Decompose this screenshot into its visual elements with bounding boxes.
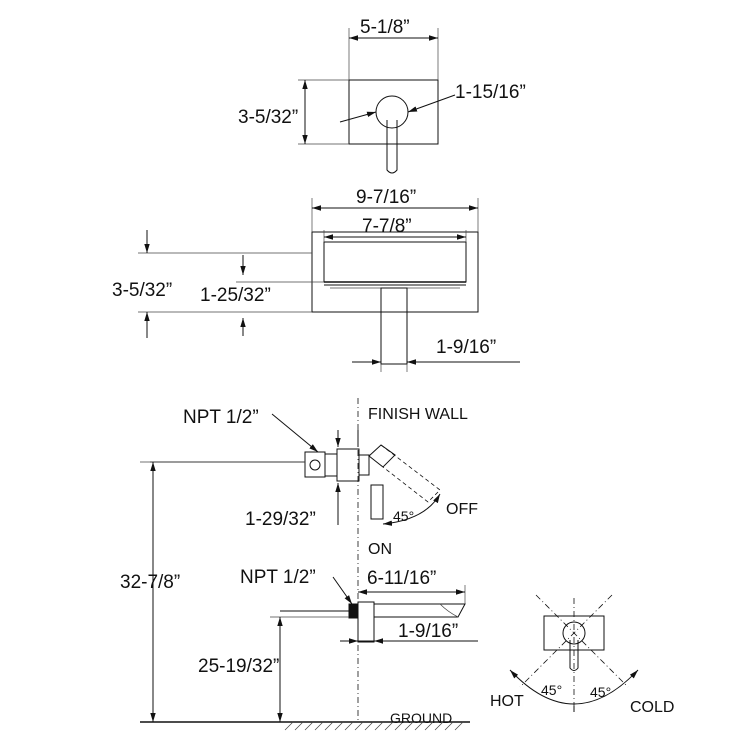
front-overall-height-label: 3-5/32” bbox=[112, 280, 172, 301]
front-stem-width-label: 1-9/16” bbox=[436, 337, 496, 358]
front-slot-height-label: 1-25/32” bbox=[200, 285, 271, 306]
wall-plate-outline bbox=[348, 79, 439, 145]
front-overall-width-label: 9-7/16” bbox=[356, 187, 416, 208]
finish-wall-label: FINISH WALL bbox=[368, 406, 468, 423]
swing-angle-label: 45° bbox=[393, 508, 414, 524]
handle-hub bbox=[375, 95, 409, 129]
front-view: 9-7/16” 7-7/8” 3-5/32” 1-25/32” 1-9/16” bbox=[112, 187, 520, 372]
spout-connector bbox=[348, 603, 359, 619]
valve-depth-label: 1-29/32” bbox=[245, 509, 316, 530]
detail-hub bbox=[562, 621, 586, 645]
spout-length-label: 6-11/16” bbox=[367, 568, 436, 589]
hot-label: HOT bbox=[490, 693, 524, 710]
npt-spout-label: NPT 1/2” bbox=[240, 567, 316, 588]
hot-angle-label: 45° bbox=[541, 682, 562, 698]
spout-height-dim-label: 1-9/16” bbox=[398, 621, 458, 642]
spout-plate bbox=[357, 601, 375, 643]
top-view: 5-1/8” 3-5/32” 1-15/16” bbox=[238, 17, 526, 174]
rotation-detail: HOT COLD 45° 45° bbox=[490, 594, 674, 716]
front-inner-width-label: 7-7/8” bbox=[362, 216, 412, 237]
ground-label: GROUND bbox=[390, 710, 452, 726]
handle-lever bbox=[386, 120, 398, 174]
on-label: ON bbox=[368, 541, 392, 558]
front-plate-outline bbox=[311, 231, 479, 313]
valve-handle-on bbox=[370, 484, 384, 520]
outlet-height-label: 25-19/32” bbox=[198, 656, 279, 677]
valve-handle-off bbox=[368, 444, 396, 468]
off-label: OFF bbox=[446, 501, 478, 518]
spout-body bbox=[373, 603, 466, 618]
top-height-label: 3-5/32” bbox=[238, 107, 298, 128]
top-width-label: 5-1/8” bbox=[360, 17, 410, 38]
ground-hatch bbox=[284, 721, 464, 731]
handle-diameter-label: 1-15/16” bbox=[455, 82, 526, 103]
cold-angle-label: 45° bbox=[590, 684, 611, 700]
front-stem bbox=[380, 287, 408, 365]
front-inner-panel bbox=[323, 241, 467, 283]
npt-valve-label: NPT 1/2” bbox=[183, 407, 259, 428]
total-height-label: 32-7/8” bbox=[120, 572, 180, 593]
cold-label: COLD bbox=[630, 699, 674, 716]
side-view: FINISH WALL NPT 1/2” 45° OFF ON 1-29/32”… bbox=[120, 398, 478, 731]
